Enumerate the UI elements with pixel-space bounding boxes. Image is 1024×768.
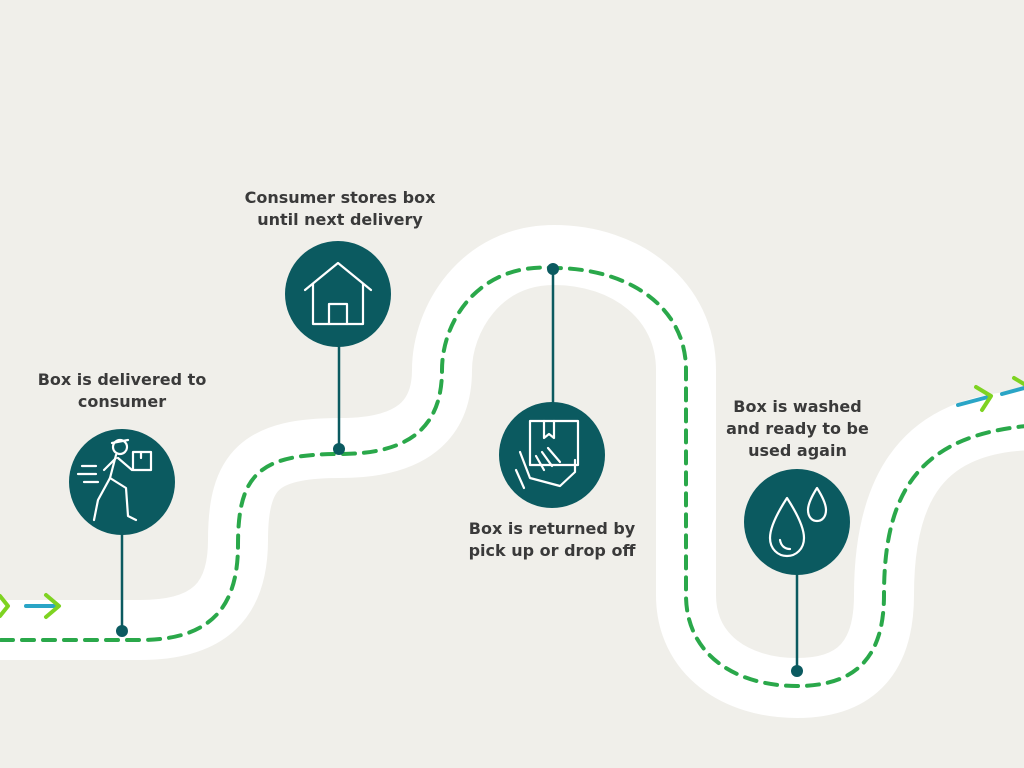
step-label-line: Box is delivered to [37,370,207,389]
step-label-line: and ready to be [726,419,869,438]
step-washed-marker [744,469,850,677]
step-returned-marker [499,263,605,508]
step-label-stores: Consumer stores box until next delivery [230,187,450,231]
road-dashed-line [0,265,1024,689]
house-icon [303,261,373,326]
arrow-icon-green-left [0,594,10,618]
step-label-line: Box is returned by [468,519,636,538]
step-label-washed: Box is washed and ready to be used again [710,396,885,462]
step-label-delivered: Box is delivered to consumer [22,369,222,413]
step-label-line: Consumer stores box [244,188,436,207]
step-delivered-marker [69,429,175,637]
step-label-line: Box is washed [733,397,862,416]
hand-with-box-icon [514,419,580,490]
step-stores-marker [285,241,391,455]
arrow-icon-green-right [1000,376,1024,396]
arrow-icon-blue-right [956,385,993,412]
delivery-person-icon [76,438,153,522]
step-label-line: consumer [77,392,167,411]
step-label-line: until next delivery [257,210,423,229]
step-label-line: pick up or drop off [468,541,636,560]
water-drops-icon [768,486,828,558]
step-label-line: used again [748,441,847,460]
arrow-icon-blue-left [24,593,61,619]
step-label-returned: Box is returned by pick up or drop off [452,518,652,562]
